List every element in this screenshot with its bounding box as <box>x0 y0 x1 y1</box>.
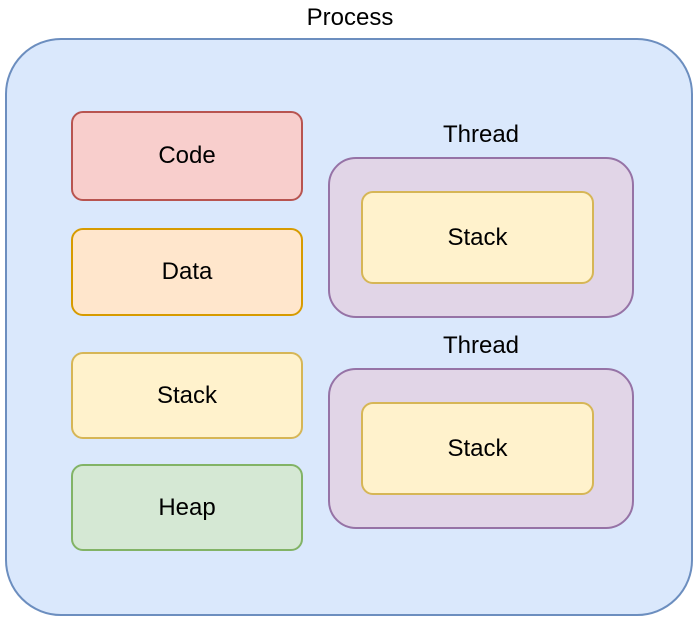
thread-1-container: Stack <box>328 157 634 318</box>
stack-box-label: Stack <box>156 381 218 409</box>
process-title: Process <box>306 4 394 31</box>
thread-1-stack-box: Stack <box>361 191 594 284</box>
thread-2-label: Thread <box>442 332 520 359</box>
code-box: Code <box>71 111 303 201</box>
data-box-label: Data <box>161 258 213 285</box>
thread-2-stack-label: Stack <box>447 434 508 462</box>
thread-2-stack-box: Stack <box>361 402 594 495</box>
thread-1-group: Thread Stack <box>328 120 634 318</box>
thread-2-group: Thread Stack <box>328 331 634 529</box>
thread-1-stack-label: Stack <box>447 223 508 251</box>
stack-box: Stack <box>71 352 303 439</box>
process-container: Code Data Stack Heap Thread Stack Thread… <box>5 38 693 616</box>
thread-2-container: Stack <box>328 368 634 529</box>
heap-box: Heap <box>71 464 303 551</box>
thread-1-label: Thread <box>442 121 520 148</box>
code-box-label: Code <box>158 142 216 169</box>
data-box: Data <box>71 228 303 316</box>
heap-box-label: Heap <box>158 493 216 521</box>
